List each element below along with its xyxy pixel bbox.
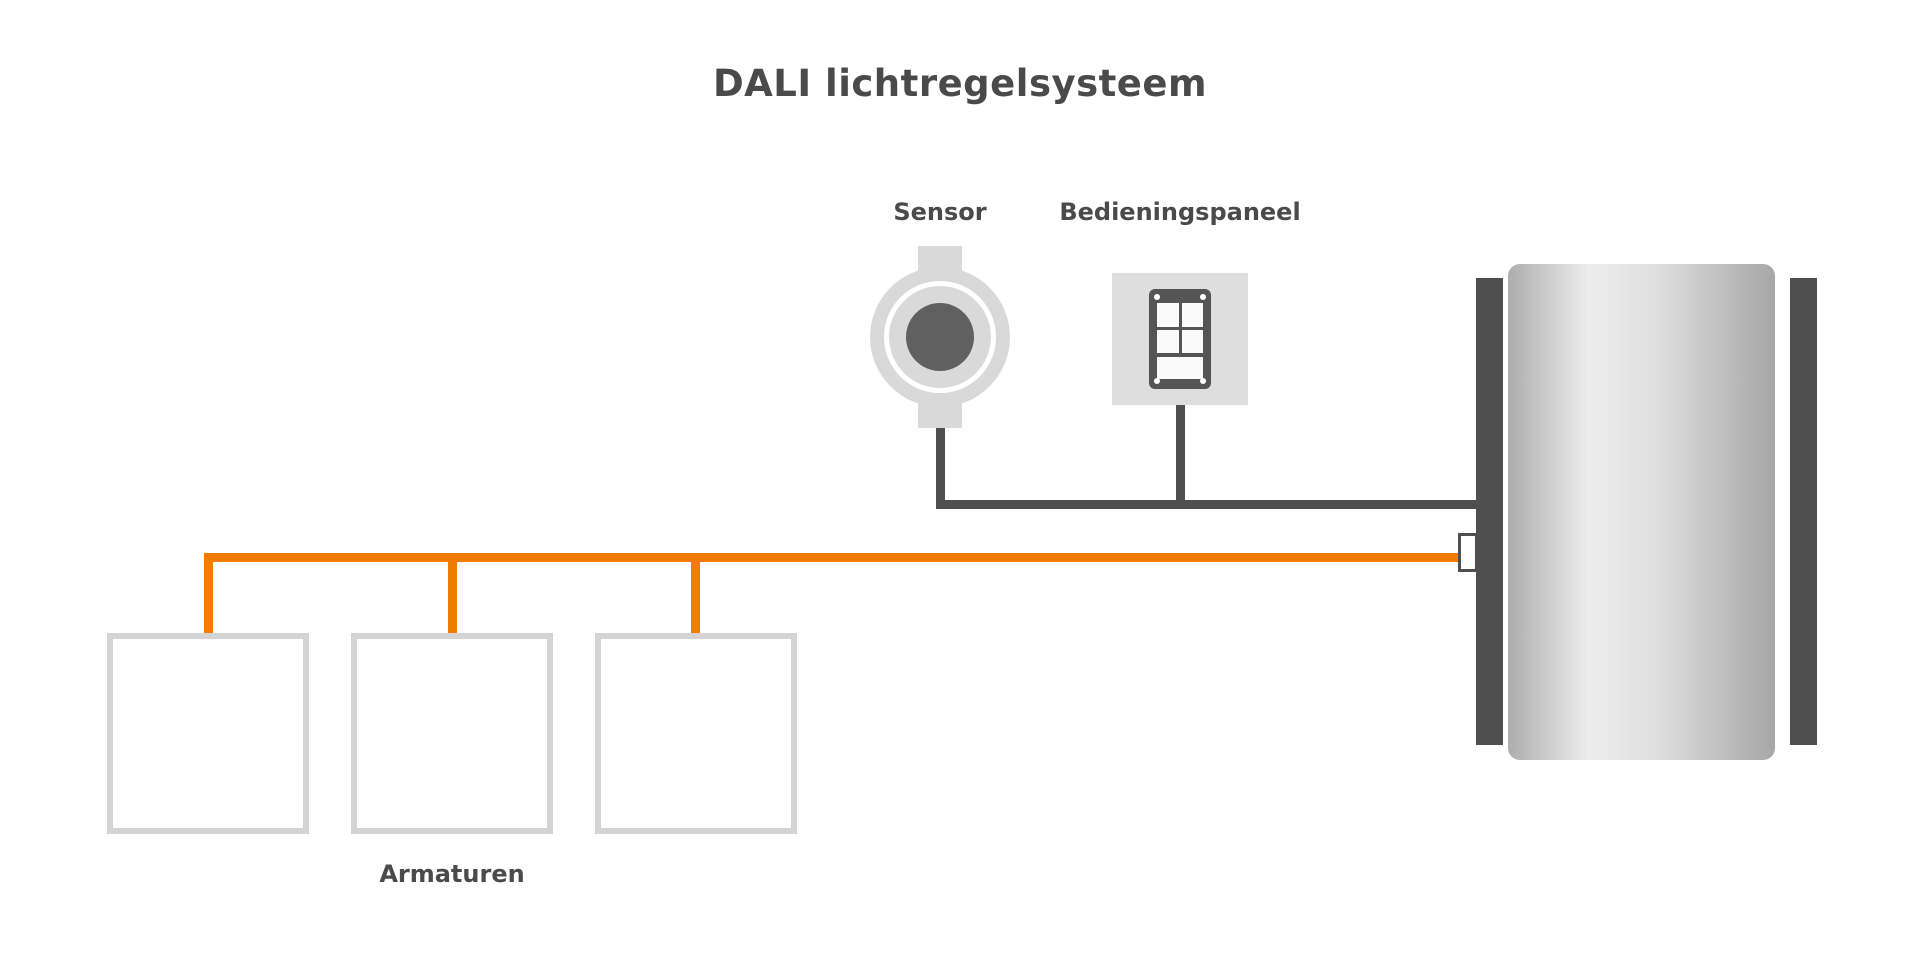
driver-unit-connector <box>1458 533 1478 572</box>
panel-button <box>1181 329 1203 353</box>
fixture-box <box>107 633 309 834</box>
panel-wide-button <box>1157 357 1203 379</box>
sensor-wire <box>936 424 945 509</box>
fixture-box <box>351 633 553 834</box>
control-bus-line <box>936 500 1503 509</box>
driver-unit-body <box>1508 264 1775 760</box>
sensor-ring <box>884 281 996 393</box>
panel-button <box>1157 329 1179 353</box>
sensor-lens <box>906 303 974 371</box>
fixture-drop-wire <box>448 553 457 635</box>
panel-screw-dot <box>1154 378 1160 384</box>
panel-button <box>1181 303 1203 327</box>
panel-screw-dot <box>1200 294 1206 300</box>
driver-unit-left-flange <box>1476 278 1503 745</box>
control-panel-label: Bedieningspaneel <box>1059 198 1301 226</box>
sensor-label: Sensor <box>893 198 987 226</box>
control-panel-wire <box>1176 404 1185 509</box>
panel-screw-dot <box>1200 378 1206 384</box>
driver-unit-right-flange <box>1790 278 1817 745</box>
diagram-title: DALI lichtregelsysteem <box>712 62 1208 105</box>
panel-button-grid <box>1157 303 1203 353</box>
fixture-drop-wire <box>691 553 700 635</box>
fixture-bus-line <box>204 553 1467 562</box>
panel-screw-dot <box>1154 294 1160 300</box>
fixtures-label: Armaturen <box>379 860 525 888</box>
fixture-drop-wire <box>204 553 213 635</box>
panel-button <box>1157 303 1179 327</box>
fixture-box <box>595 633 797 834</box>
